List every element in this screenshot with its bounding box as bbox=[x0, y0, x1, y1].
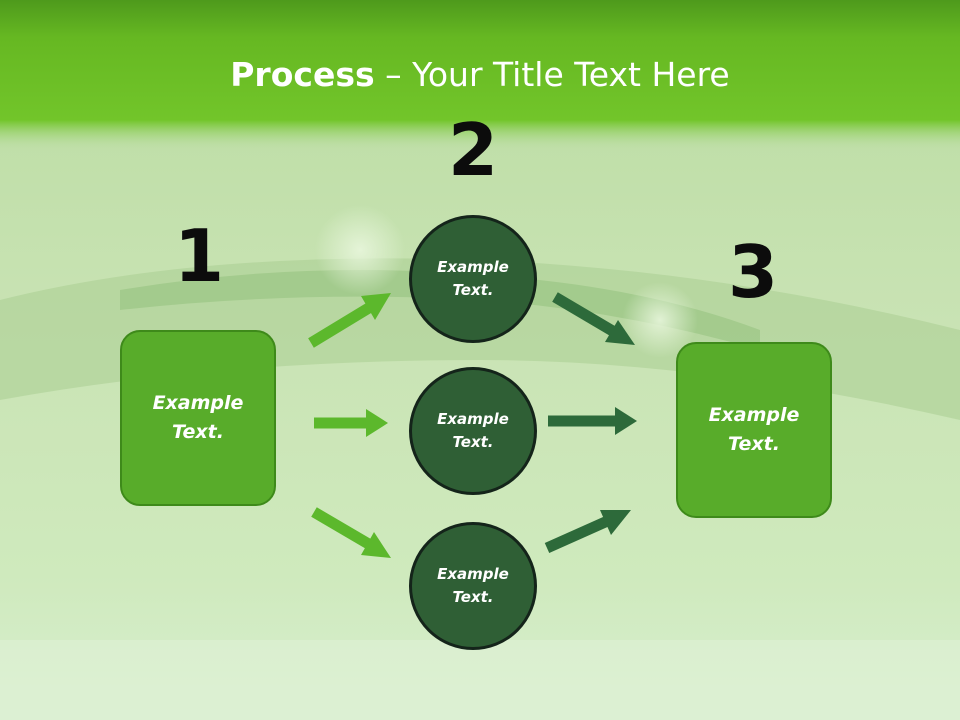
step-3-text: Example Text. bbox=[699, 401, 809, 459]
step-number-3: 3 bbox=[727, 230, 779, 314]
title-bold: Process bbox=[230, 55, 375, 94]
title-bar bbox=[0, 0, 960, 150]
step-2-circle-middle: Example Text. bbox=[409, 367, 537, 495]
step-2-circle-top: Example Text. bbox=[409, 215, 537, 343]
step-2-circle-bottom: Example Text. bbox=[409, 522, 537, 650]
step-3-box: Example Text. bbox=[676, 342, 832, 518]
arrow-top-to-right bbox=[552, 292, 635, 345]
arrow-left-to-bottom bbox=[311, 507, 391, 558]
circle-bottom-text-line1: Example bbox=[437, 565, 509, 583]
step-number-1: 1 bbox=[173, 214, 225, 298]
arrow-left-to-top bbox=[308, 293, 391, 348]
step-1-text: Example Text. bbox=[143, 389, 253, 447]
step-3-text-line2: Text. bbox=[728, 433, 780, 455]
circle-top-text: Example Text. bbox=[418, 256, 528, 302]
circle-bottom-text-line2: Text. bbox=[452, 588, 494, 606]
arrow-left-to-middle bbox=[314, 409, 388, 437]
step-1-box: Example Text. bbox=[120, 330, 276, 506]
step-1-text-line1: Example bbox=[152, 392, 244, 414]
step-1-text-line2: Text. bbox=[172, 421, 224, 443]
circle-top-text-line2: Text. bbox=[452, 281, 494, 299]
circle-middle-text: Example Text. bbox=[418, 408, 528, 454]
step-number-2: 2 bbox=[447, 108, 499, 192]
arrow-middle-to-right bbox=[548, 407, 637, 435]
step-3-text-line1: Example bbox=[708, 404, 800, 426]
circle-bottom-text: Example Text. bbox=[418, 563, 528, 609]
arrow-bottom-to-right bbox=[544, 510, 631, 554]
slide-title: Process – Your Title Text Here bbox=[0, 50, 960, 100]
circle-middle-text-line2: Text. bbox=[452, 433, 494, 451]
circle-top-text-line1: Example bbox=[437, 258, 509, 276]
circle-middle-text-line1: Example bbox=[437, 410, 509, 428]
title-rest: – Your Title Text Here bbox=[374, 55, 730, 94]
